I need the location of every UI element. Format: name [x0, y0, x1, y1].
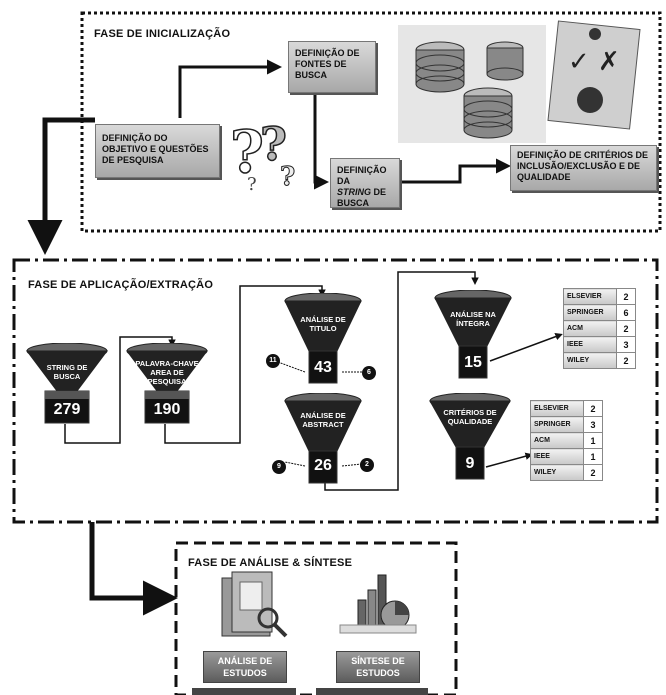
string-text-1: DEFINIÇÃO DA	[337, 165, 387, 186]
table-cell-name: SPRINGER	[563, 304, 617, 321]
table-cell-value: 2	[616, 352, 636, 369]
criterios-box: DEFINIÇÃO DE CRITÉRIOS DE INCLUSÃO/EXCLU…	[510, 145, 657, 191]
table-cell-value: 3	[616, 336, 636, 353]
funnel-label: PALAVRA-CHAVE AREA DE PESQUISA	[135, 359, 199, 386]
funnel-integra: ANÁLISE NA ÍNTEGRA 15	[433, 289, 513, 380]
string-text-2: DE BUSCA	[337, 187, 387, 208]
bottom-decor-left	[192, 688, 296, 695]
table-cell-name: IEEE	[530, 448, 584, 465]
funnel-label: CRITÉRIOS DE QUALIDADE	[443, 408, 497, 426]
string-text-em: STRING	[337, 187, 372, 197]
funnel-label: ANÁLISE DE ABSTRACT	[300, 411, 346, 429]
sintese-estudos-label: SÍNTESE DE ESTUDOS	[351, 656, 405, 678]
objetivo-box: DEFINIÇÃO DO OBJETIVO E QUESTÕES DE PESQ…	[95, 124, 220, 178]
apply-phase-title: FASE DE APLICAÇÃO/EXTRAÇÃO	[28, 279, 214, 291]
analise-estudos-label: ANÁLISE DE ESTUDOS	[217, 656, 273, 678]
svg-text:✓: ✓	[568, 47, 590, 77]
table-cell-name: ELSEVIER	[563, 288, 617, 305]
table-cell-name: WILEY	[563, 352, 617, 369]
checklist-icon: ✓ ✗	[547, 20, 641, 130]
table-cell-value: 6	[616, 304, 636, 321]
table-cell-value: 2	[583, 400, 603, 417]
funnel-count: 26	[314, 457, 332, 474]
funnel-count: 9	[465, 455, 475, 472]
sintese-estudos-box: SÍNTESE DE ESTUDOS	[336, 651, 420, 683]
table-cell-name: ACM	[530, 432, 584, 449]
funnel-count: 15	[464, 354, 482, 371]
chart-icon	[339, 574, 417, 634]
table-cell-value: 2	[616, 320, 636, 337]
funnel-shape	[284, 292, 362, 384]
titulo-right-badge: 6	[362, 366, 376, 380]
table-cell-value: 3	[583, 416, 603, 433]
apply-phase-border	[12, 258, 659, 524]
funnel-label: ANÁLISE DE TITULO	[300, 315, 346, 333]
funnel-shape	[429, 392, 511, 480]
funnel-abstract: ANÁLISE DE ABSTRACT 26	[283, 392, 363, 485]
svg-text:?: ?	[260, 117, 287, 171]
funnel-qualidade: CRITÉRIOS DE QUALIDADE 9	[428, 392, 512, 483]
folder-search-icon	[221, 571, 288, 638]
svg-text:?: ?	[230, 118, 264, 186]
funnel-titulo: ANÁLISE DE TITULO 43	[283, 292, 363, 385]
criterios-text: DEFINIÇÃO DE CRITÉRIOS DE INCLUSÃO/EXCLU…	[517, 150, 649, 182]
analysis-phase-title: FASE DE ANÁLISE & SÍNTESE	[188, 557, 353, 569]
database-icon	[398, 25, 546, 143]
funnel-shape	[434, 289, 512, 379]
fontes-box: DEFINIÇÃO DE FONTES DE BUSCA	[288, 41, 376, 93]
question-marks-icon: ? ? ? ?	[229, 116, 295, 195]
svg-text:?: ?	[247, 174, 257, 195]
table-cell-name: ELSEVIER	[530, 400, 584, 417]
funnel-count: 190	[153, 401, 181, 418]
table-cell-value: 1	[583, 432, 603, 449]
table-cell-name: ACM	[563, 320, 617, 337]
bottom-decor-right	[316, 688, 428, 695]
titulo-left-badge: 11	[266, 354, 280, 368]
abstract-right-badge: 2	[360, 458, 374, 472]
funnel-count: 279	[53, 401, 81, 418]
objetivo-text: DEFINIÇÃO DO OBJETIVO E QUESTÕES DE PESQ…	[102, 133, 209, 165]
funnel-shape	[284, 392, 362, 484]
funnel-label: STRING DE BUSCA	[46, 363, 88, 381]
svg-text:✗: ✗	[598, 47, 620, 77]
table-cell-value: 2	[616, 288, 636, 305]
table-cell-value: 2	[583, 464, 603, 481]
funnel-shape	[126, 342, 208, 424]
table-cell-name: SPRINGER	[530, 416, 584, 433]
table-cell-name: WILEY	[530, 464, 584, 481]
funnel-label: ANÁLISE NA ÍNTEGRA	[450, 310, 496, 328]
abstract-left-badge: 9	[272, 460, 286, 474]
string-box: DEFINIÇÃO DA STRING DE BUSCA	[330, 158, 400, 208]
fontes-text: DEFINIÇÃO DE FONTES DE BUSCA	[295, 48, 360, 80]
funnel-palavra-chave: PALAVRA-CHAVE AREA DE PESQUISA 190	[125, 342, 209, 425]
funnel-shape	[26, 342, 108, 424]
svg-text:?: ?	[280, 162, 295, 192]
funnel-string-busca: STRING DE BUSCA 279	[25, 342, 109, 425]
table-cell-name: IEEE	[563, 336, 617, 353]
funnel-count: 43	[314, 359, 332, 376]
analise-estudos-box: ANÁLISE DE ESTUDOS	[203, 651, 287, 683]
init-phase-title: FASE DE INICIALIZAÇÃO	[94, 28, 231, 40]
table-cell-value: 1	[583, 448, 603, 465]
